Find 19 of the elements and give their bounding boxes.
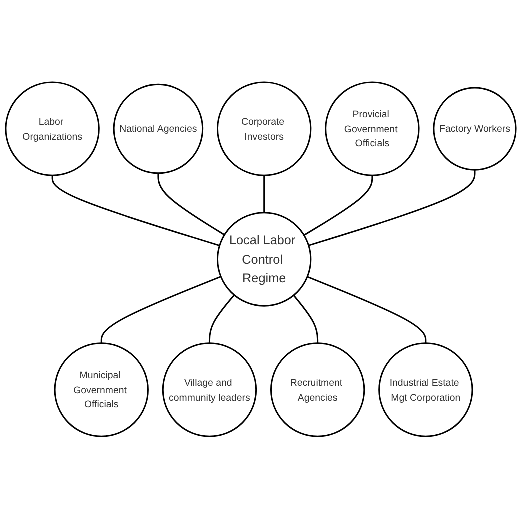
connector [158, 173, 226, 236]
node-circle: Factory Workers [433, 87, 517, 171]
connector [52, 176, 220, 246]
node-circle: Village and community leaders [162, 342, 258, 438]
connector [308, 170, 476, 246]
connector [264, 176, 266, 213]
node-circle: National Agencies [113, 84, 204, 174]
node-circle: Municipal Government Officials [54, 342, 149, 438]
node-circle: Corporate Investors [217, 82, 312, 176]
connector [208, 294, 235, 344]
connector [100, 276, 222, 344]
node-circle: Labor Organizations [5, 82, 100, 176]
node-circle: Local Labor Control Regime [217, 212, 312, 307]
node-circle: Industrial Estate Mgt Corporation [378, 342, 474, 438]
connector [307, 276, 427, 344]
node-circle: Recruitment Agencies [270, 342, 366, 438]
node-circle: Provicial Government Officials [325, 82, 420, 176]
connector [304, 176, 374, 236]
connector [293, 295, 319, 344]
